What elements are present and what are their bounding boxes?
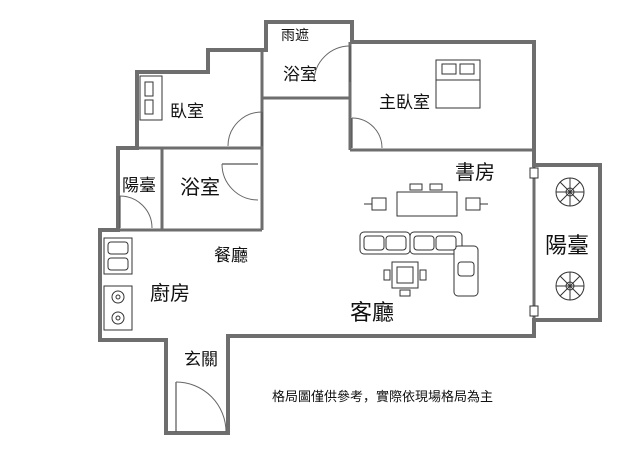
door-balcony-left [119, 195, 153, 229]
label-master-bedroom: 主臥室 [379, 93, 430, 113]
post-top [529, 167, 539, 179]
master-bed-icon [435, 59, 481, 109]
label-balcony-right: 陽臺 [545, 234, 590, 259]
plant-icon-2 [555, 271, 585, 301]
coffee-table-icon [383, 261, 427, 297]
door-entrance [175, 381, 227, 433]
bed-icon [139, 75, 163, 121]
door-master [351, 117, 383, 149]
stove-icon [103, 285, 133, 331]
interior-walls [118, 42, 536, 320]
door-bath-lower [221, 163, 259, 201]
label-bath-lower: 浴室 [180, 175, 220, 199]
label-kitchen: 廚房 [150, 281, 190, 305]
label-entrance: 玄關 [184, 350, 218, 370]
door-bedroom [227, 111, 263, 147]
post-bottom [529, 305, 539, 317]
label-living-room: 客廳 [350, 301, 395, 326]
label-dining: 餐廳 [214, 246, 248, 266]
desk-icon [364, 183, 488, 217]
label-study: 書房 [455, 160, 495, 184]
label-canopy: 雨遮 [281, 28, 309, 44]
label-bath-upper: 浴室 [283, 65, 317, 85]
sink-icon [103, 237, 133, 275]
sofa-icon [359, 231, 479, 297]
disclaimer-note: 格局圖僅供參考，實際依現場格局為主 [272, 390, 494, 405]
door-bath-upper [313, 45, 351, 83]
label-bedroom: 臥室 [170, 102, 204, 122]
label-balcony-left: 陽臺 [122, 176, 156, 196]
plant-icon [555, 177, 585, 207]
